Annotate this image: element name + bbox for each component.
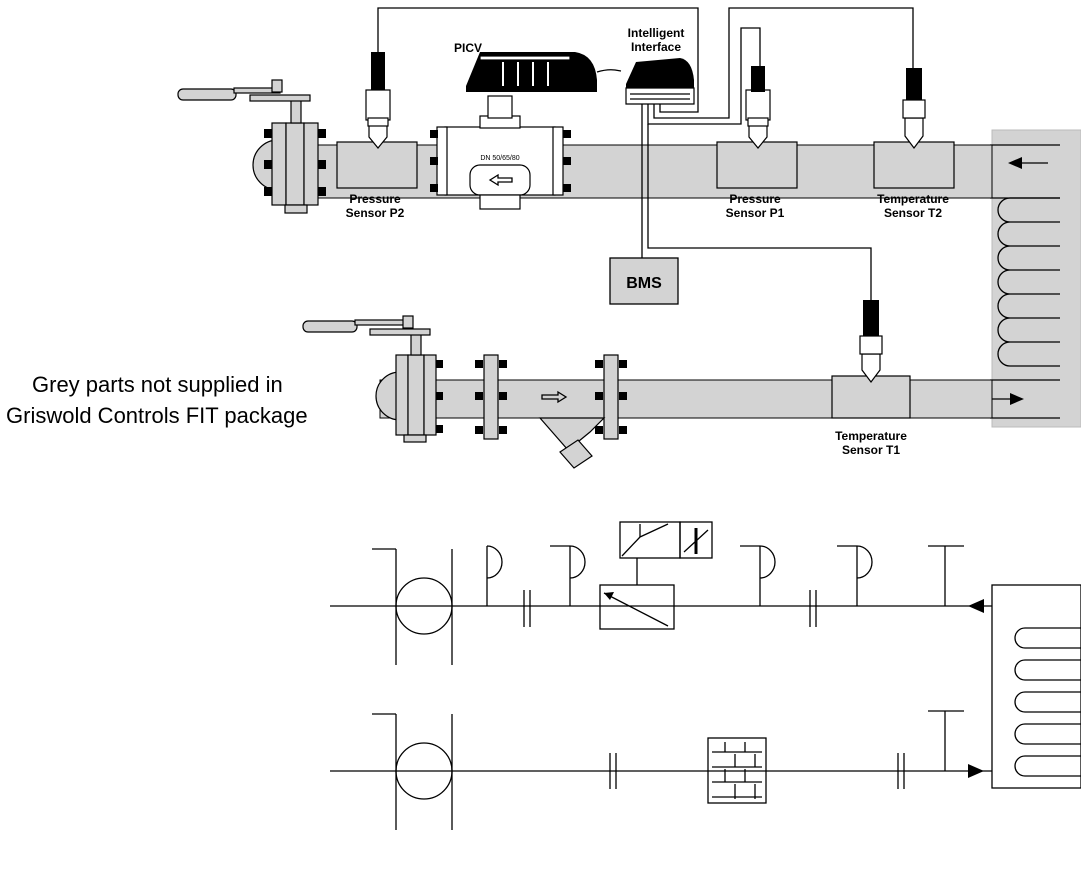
bms-box: BMS <box>609 257 679 305</box>
pressure-sensor-p1 <box>716 66 798 189</box>
t2-label-1: Temperature <box>877 192 949 206</box>
isolation-valve-bottom <box>302 315 443 443</box>
isolation-valve-top <box>177 79 326 214</box>
interface-label-1: Intelligent <box>628 26 685 40</box>
interface-label-2: Interface <box>631 40 681 54</box>
p2-label-2: Sensor P2 <box>346 206 405 220</box>
valve-size-label: DN 50/65/80 <box>480 155 519 162</box>
picv-actuator <box>466 52 622 92</box>
picv-valve: DN 50/65/80 <box>430 95 571 210</box>
schematic-diagram <box>330 521 1081 830</box>
t1-label-2: Sensor T1 <box>842 443 900 457</box>
p1-label-2: Sensor P1 <box>726 206 785 220</box>
signal-wiring <box>377 7 914 300</box>
p2-label-1: Pressure <box>349 192 401 206</box>
note-line-2: Griswold Controls FIT package <box>6 403 308 428</box>
temperature-sensor-t2 <box>873 68 955 189</box>
intelligent-interface-device <box>625 58 695 105</box>
strainer <box>475 354 627 469</box>
t2-label-2: Sensor T2 <box>884 206 942 220</box>
coil-loops <box>997 197 1060 367</box>
temperature-sensor-t1 <box>831 300 911 419</box>
supply-arrow <box>1010 393 1024 405</box>
t1-label-1: Temperature <box>835 429 907 443</box>
bms-label: BMS <box>626 275 662 292</box>
note-line-1: Grey parts not supplied in <box>32 372 283 397</box>
coil-panel <box>991 129 1081 428</box>
p1-label-1: Pressure <box>729 192 781 206</box>
picv-label: PICV <box>454 41 482 55</box>
return-arrow <box>1008 157 1022 169</box>
pressure-sensor-p2 <box>336 52 418 189</box>
